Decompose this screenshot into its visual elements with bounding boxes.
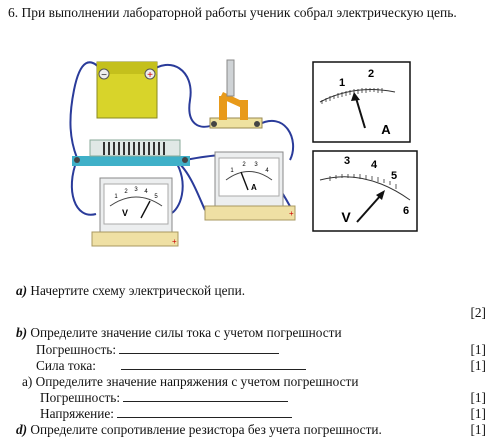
part-c-error-row: Погрешность: [40, 390, 289, 406]
zoom-voltmeter-tick-3: 3 [344, 155, 350, 167]
part-b-text: Определите значение силы тока с учетом п… [30, 325, 342, 340]
voltmeter-tick-2: 2 [124, 189, 128, 195]
voltmeter-letter: V [122, 208, 128, 218]
part-d: d) Определите сопротивление резистора бе… [16, 422, 382, 438]
battery: − + [96, 61, 158, 119]
part-c-voltage-label: Напряжение: [40, 406, 114, 421]
ammeter-tick-2: 2 [242, 162, 246, 168]
part-d-label: d) [16, 422, 28, 437]
battery-minus-label: − [101, 70, 107, 81]
part-a-label: a) [16, 283, 28, 298]
part-b-error-mark: [1] [470, 342, 486, 357]
ammeter-tick-1: 1 [230, 168, 234, 174]
ammeter-tick-4: 4 [265, 168, 269, 174]
part-a-mark: [2] [470, 305, 486, 320]
ammeter-tick-3: 3 [254, 162, 258, 168]
question-intro: При выполнении лабораторной работы учени… [21, 5, 457, 20]
part-c-error-mark: [1] [470, 390, 486, 405]
battery-plus-label: + [147, 70, 153, 81]
zoom-voltmeter-tick-6: 6 [403, 205, 409, 217]
part-d-text: Определите сопротивление резистора без у… [30, 422, 382, 437]
part-c-text: Определите значение напряжения с учетом … [35, 374, 359, 389]
part-b: b) Определите значение силы тока с учето… [16, 325, 342, 341]
ammeter: 1 2 3 4 A + [204, 151, 296, 221]
part-c-label: a) [22, 374, 33, 389]
part-c-voltage-row: Напряжение: [40, 406, 293, 422]
ammeter-letter: A [251, 183, 257, 192]
part-c-error-label: Погрешность: [40, 390, 121, 405]
part-d-mark: [1] [470, 422, 486, 437]
zoom-ammeter-tick-2: 2 [368, 68, 374, 80]
resistor [72, 139, 190, 166]
zoom-ammeter-tick-1: 1 [339, 77, 345, 89]
voltmeter-plus-terminal: + [172, 237, 177, 246]
part-b-current-row: Сила тока: [36, 358, 307, 374]
zoom-voltmeter-tick-4: 4 [371, 159, 378, 171]
part-b-error-answer-line[interactable] [119, 342, 280, 354]
part-a-text: Начертите схему электрической цепи. [30, 283, 246, 298]
zoom-ammeter-letter: A [381, 122, 391, 137]
part-b-current-answer-line[interactable] [121, 358, 307, 370]
zoom-voltmeter-letter: V [341, 209, 351, 225]
voltmeter-tick-1: 1 [114, 194, 118, 200]
part-c: a) Определите значение напряжения с учет… [22, 374, 358, 390]
circuit-figure: − + 1 2 3 4 [69, 59, 418, 247]
part-c-voltage-answer-line[interactable] [117, 406, 293, 418]
voltmeter: 1 2 3 4 5 V + [91, 177, 179, 247]
zoom-voltmeter-tick-5: 5 [391, 170, 397, 182]
question-number: 6. [8, 5, 19, 20]
part-c-voltage-mark: [1] [470, 406, 486, 421]
question-text: 6. При выполнении лабораторной работы уч… [8, 4, 488, 21]
part-b-current-mark: [1] [470, 358, 486, 373]
voltmeter-tick-4: 4 [144, 189, 148, 195]
voltmeter-tick-3: 3 [134, 187, 138, 193]
part-b-label: b) [16, 325, 28, 340]
ammeter-plus-terminal: + [289, 209, 294, 218]
part-a: a) Начертите схему электрической цепи. [16, 283, 245, 299]
part-b-error-label: Погрешность: [36, 342, 117, 357]
part-c-error-answer-line[interactable] [123, 390, 289, 402]
zoom-voltmeter: 3 4 5 6 V [312, 150, 418, 232]
voltmeter-tick-5: 5 [154, 194, 158, 200]
zoom-ammeter: 1 2 A [312, 61, 411, 143]
switch[interactable] [209, 59, 263, 129]
part-b-current-label: Сила тока: [36, 358, 96, 373]
part-b-error-row: Погрешность: [36, 342, 280, 358]
